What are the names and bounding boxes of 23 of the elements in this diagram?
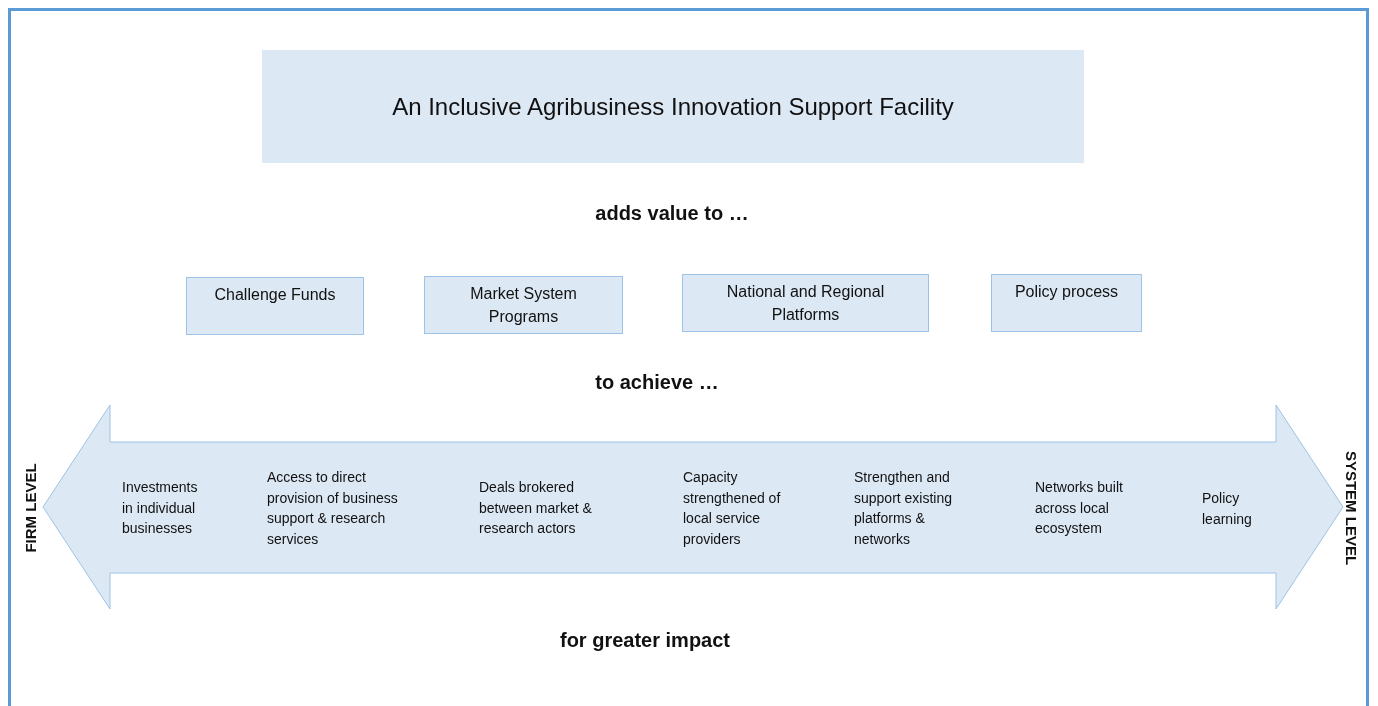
double-arrow-band (43, 405, 1343, 609)
title-text: An Inclusive Agribusiness Innovation Support Facility (392, 92, 954, 121)
axis-end-label: SYSTEM LEVEL (1343, 450, 1360, 566)
outcome-text: Investments in individual businesses (122, 478, 199, 539)
program-box (424, 276, 623, 334)
outcome-text: Deals brokered between market & research actors (479, 478, 593, 539)
connector-phrase: adds value to … (595, 201, 749, 225)
program-box (682, 274, 929, 332)
box-text: Policy process (1014, 282, 1119, 302)
box-text: National and Regional Platforms (725, 282, 886, 325)
outcome-text: Networks built across local ecosystem (1035, 478, 1124, 539)
outcome-text: Strengthen and support existing platforms & networks (854, 468, 954, 549)
box-text: Market System Programs (469, 284, 578, 327)
connector-phrase: for greater impact (559, 628, 731, 652)
box-text: Challenge Funds (214, 285, 336, 305)
program-box (186, 277, 364, 335)
outcome-text: Capacity strengthened of local service providers (683, 468, 782, 549)
program-box (991, 274, 1142, 332)
axis-end-label: FIRM LEVEL (22, 463, 39, 553)
outcome-text: Policy learning (1202, 488, 1253, 529)
connector-phrase: to achieve … (595, 370, 719, 394)
title-box (262, 50, 1084, 163)
outcome-text: Access to direct provision of business support & research services (267, 468, 399, 549)
